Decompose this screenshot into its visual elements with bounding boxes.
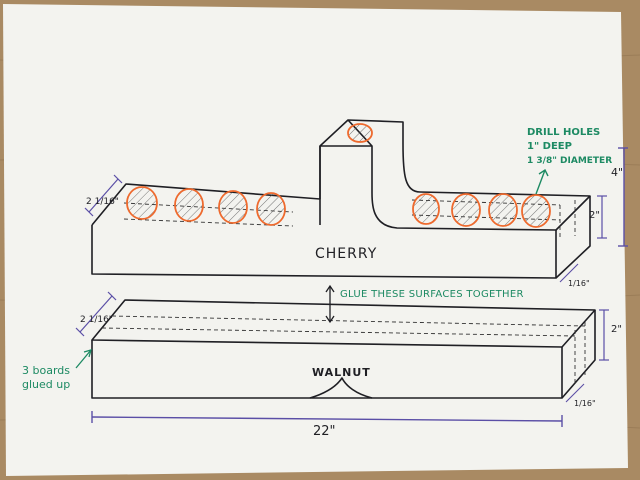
- dimension-walnut-depth-label: 2 1/16": [80, 315, 113, 325]
- drill-note-line3: 1 3/8" DIAMETER: [527, 156, 612, 166]
- cherry-label: CHERRY: [315, 246, 377, 262]
- drill-hole: [347, 123, 373, 143]
- drill-hole: [174, 188, 204, 222]
- glue-arrow: [325, 284, 335, 324]
- paper-sheet: [3, 4, 628, 476]
- dimension-walnut-depth: [75, 291, 117, 337]
- drill-hole: [256, 192, 286, 226]
- dimension-total-height: [618, 147, 628, 247]
- dimension-total-height-label: 4": [611, 166, 623, 179]
- dimension-cherry-depth-label: 2 1/16": [86, 197, 119, 207]
- dimension-cherry-height: [597, 195, 607, 239]
- drill-hole: [218, 190, 248, 224]
- drill-note-line1: DRILL HOLES: [527, 127, 600, 138]
- drill-hole: [451, 193, 481, 227]
- boards-note-arrow: [75, 349, 92, 369]
- drill-holes: [126, 123, 551, 228]
- dimension-cherry-end-label: 1/16": [568, 279, 590, 288]
- walnut-label: WALNUT: [312, 366, 371, 379]
- dimension-cherry-depth: [84, 174, 123, 217]
- dimension-walnut-height: [599, 309, 609, 361]
- drill-hole: [521, 194, 551, 228]
- drill-hole: [126, 186, 158, 220]
- drill-hole: [412, 193, 440, 225]
- glue-note: GLUE THESE SURFACES TOGETHER: [340, 289, 524, 300]
- dimension-walnut-end-label: 1/16": [574, 399, 596, 408]
- dimension-end-ticks: [559, 263, 585, 403]
- dimension-length-label: 22": [313, 424, 336, 439]
- dimension-length: [91, 411, 563, 427]
- drill-note-arrow: [535, 168, 549, 195]
- drill-hole: [488, 193, 518, 227]
- dimension-walnut-height-label: 2": [611, 324, 622, 335]
- cherry-piece: [91, 119, 591, 279]
- walnut-piece: [91, 299, 596, 399]
- walnut-dashed-lines: [101, 315, 586, 385]
- boards-note-line2: glued up: [22, 378, 70, 391]
- drill-note-line2: 1" DEEP: [527, 141, 572, 152]
- boards-note-line1: 3 boards: [22, 364, 70, 377]
- dimension-cherry-height-label: 2": [589, 210, 600, 221]
